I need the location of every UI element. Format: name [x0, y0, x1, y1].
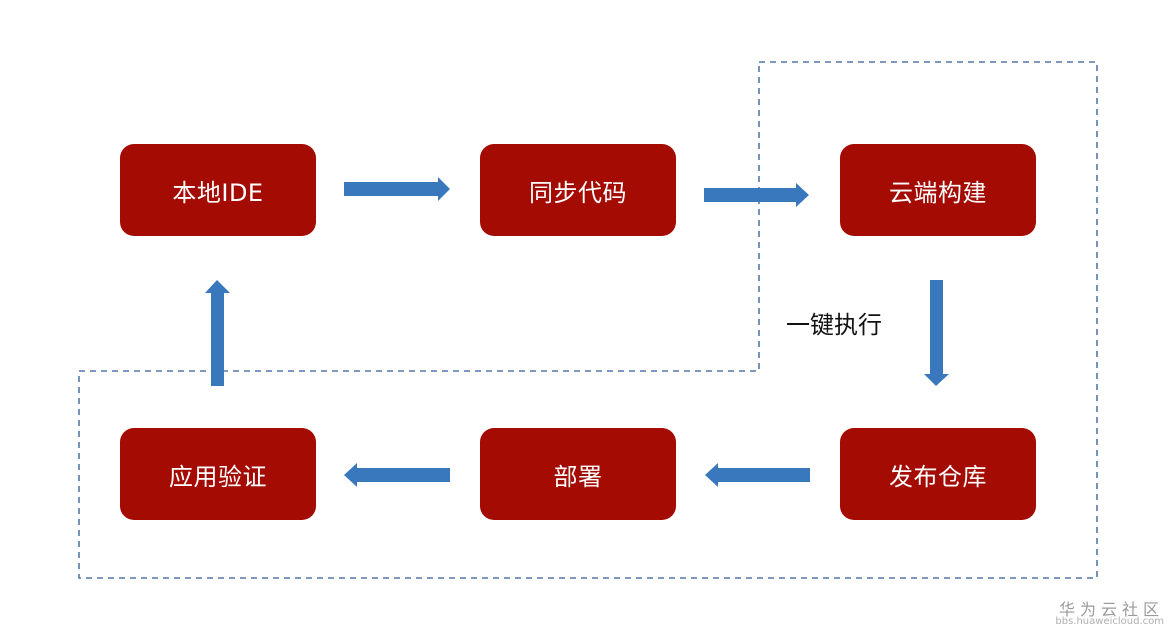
arrow-ide-to-sync — [344, 177, 450, 201]
arrow-publish-to-deploy — [705, 463, 810, 487]
arrow-deploy-to-verify — [344, 463, 450, 487]
automation-scope-dashed-outline — [78, 61, 1098, 579]
node-app-verify-label: 应用验证 — [169, 462, 267, 491]
one-click-annotation: 一键执行 — [786, 311, 882, 339]
node-publish-repo-label: 发布仓库 — [889, 462, 987, 491]
node-sync-code: 同步代码 — [480, 144, 676, 236]
node-cloud-build: 云端构建 — [840, 144, 1036, 236]
node-local-ide: 本地IDE — [120, 144, 316, 236]
watermark-title: 华为云社区 — [1058, 600, 1164, 619]
node-local-ide-label: 本地IDE — [172, 178, 264, 207]
flow-arrows — [205, 177, 949, 487]
node-deploy-label: 部署 — [553, 462, 603, 491]
node-app-verify: 应用验证 — [120, 428, 316, 520]
arrow-verify-to-ide — [205, 280, 230, 386]
node-deploy: 部署 — [480, 428, 676, 520]
arrow-sync-to-build — [704, 183, 809, 207]
node-cloud-build-label: 云端构建 — [889, 178, 987, 207]
node-publish-repo: 发布仓库 — [840, 428, 1036, 520]
watermark-url: bbs.huaweicloud.com — [1055, 616, 1164, 627]
node-sync-code-label: 同步代码 — [529, 178, 627, 207]
arrow-build-to-publish — [924, 280, 949, 386]
